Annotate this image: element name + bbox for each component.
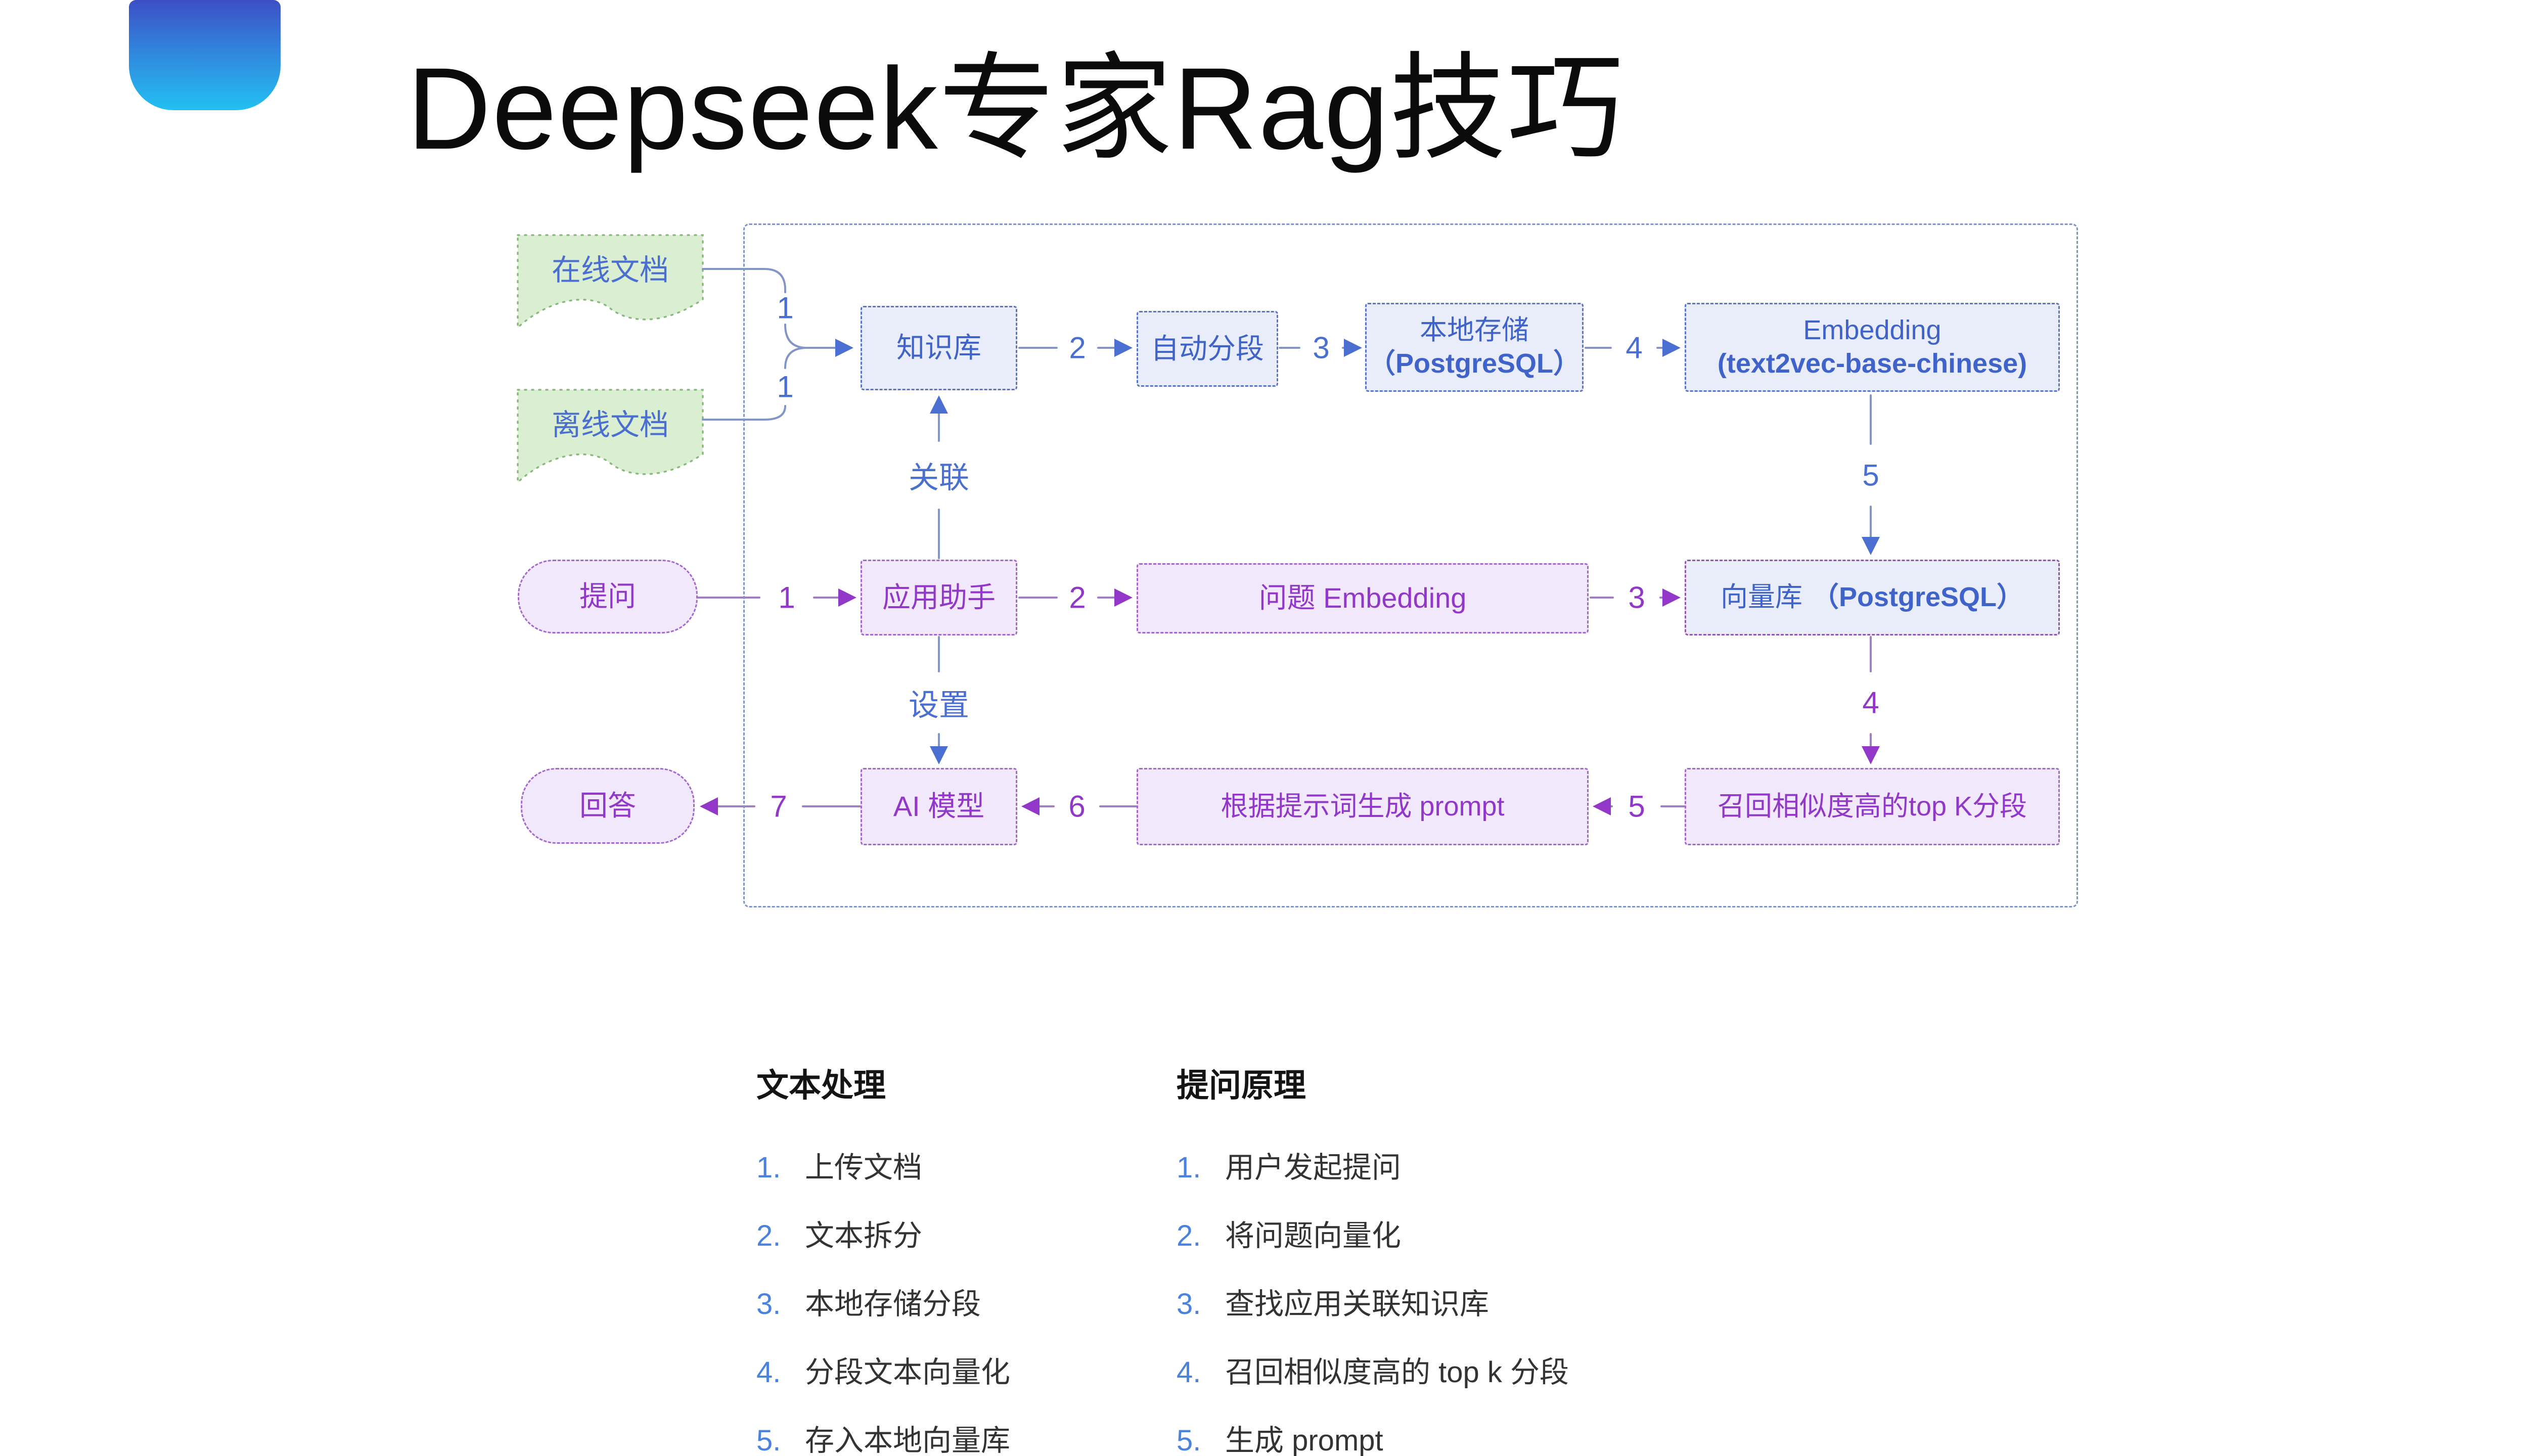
list-item: 5. 存入本地向量库 [756,1417,1414,1456]
flow-node-knowledge-base: 知识库 [861,306,1017,390]
list-item-text: 分段文本向量化 [805,1356,1011,1389]
list-item-number: 5. [756,1424,781,1456]
list-item: 3. 查找应用关联知识库 [1177,1280,1834,1323]
list-item: 3. 本地存储分段 [756,1280,1414,1323]
edge-label-doc2: 1 [777,370,794,404]
text-processing-title: 文本处理 [756,1067,886,1104]
local-store-sub-label: （PostgreSQL） [1368,348,1581,379]
list-item: 4. 分段文本向量化 [756,1348,1414,1391]
answer-label: 回答 [579,789,636,822]
vector-store-label: 向量库 [1720,582,1802,613]
edge-label-q2: 2 [1069,580,1086,615]
offline-doc-label: 离线文档 [551,408,669,441]
app-assistant-label: 应用助手 [882,581,996,613]
edge-label-q1: 1 [778,580,795,615]
flow-node-ai-model: AI 模型 [861,768,1017,845]
page-title: Deepseek专家Rag技巧 [407,43,1624,173]
list-item-text: 将问题向量化 [1225,1219,1402,1252]
list-item-number: 5. [1177,1424,1201,1456]
list-item-number: 4. [1177,1356,1201,1389]
app-logo-icon [129,0,281,110]
flow-node-embedding: Embedding (text2vec-base-chinese) [1685,303,2060,392]
flow-node-question-embedding: 问题 Embedding [1137,563,1589,633]
flow-container-border [743,223,2078,907]
list-item: 5. 生成 prompt [1177,1417,1834,1456]
edge-label-b5: 5 [1628,789,1645,824]
list-item-number: 3. [756,1288,781,1321]
auto-segment-label: 自动分段 [1151,332,1264,365]
flow-node-question: 提问 [518,560,698,633]
text-processing-list: 文本处理 1. 上传文档 2. 文本拆分 3. 本地存储分段 4. 分段文本向量… [756,1060,1414,1456]
list-item-number: 1. [1177,1151,1201,1184]
list-item-text: 生成 prompt [1225,1424,1383,1456]
edge-label-q4: 4 [1862,686,1879,720]
edge-label-3: 3 [1313,331,1330,365]
knowledge-base-label: 知识库 [896,332,981,364]
online-doc-label: 在线文档 [551,253,669,287]
list-item: 1. 用户发起提问 [1177,1144,1834,1186]
list-item: 1. 上传文档 [756,1144,1414,1186]
gen-prompt-label: 根据提示词生成 prompt [1221,791,1505,822]
list-item-number: 4. [756,1356,781,1389]
blue-wires [702,268,1880,764]
flow-node-app-assistant: 应用助手 [861,560,1017,635]
list-item-number: 2. [756,1219,781,1252]
edge-label-b6: 6 [1068,789,1086,824]
flow-node-auto-segment: 自动分段 [1137,311,1278,387]
list-item-text: 查找应用关联知识库 [1225,1288,1489,1321]
embedding-sub-label: (text2vec-base-chinese) [1717,348,2027,379]
flow-node-gen-prompt: 根据提示词生成 prompt [1137,768,1589,845]
edge-label-q3: 3 [1628,580,1645,615]
doc-shape-offline [517,389,704,484]
local-store-label: 本地存储 [1420,315,1529,346]
flow-node-local-store: 本地存储 （PostgreSQL） [1365,303,1584,392]
doc-shape-online [517,234,704,330]
flow-node-offline-doc: 离线文档 [518,390,703,454]
list-item-text: 本地存储分段 [805,1288,981,1321]
purple-wires [697,588,1880,815]
list-item: 4. 召回相似度高的 top k 分段 [1177,1348,1834,1391]
qa-principle-title: 提问原理 [1177,1067,1306,1104]
list-item-number: 1. [756,1151,781,1184]
question-embedding-label: 问题 Embedding [1258,582,1467,614]
list-item-text: 召回相似度高的 top k 分段 [1225,1356,1569,1389]
qa-principle-list: 提问原理 1. 用户发起提问 2. 将问题向量化 3. 查找应用关联知识库 4.… [1177,1060,1834,1456]
vector-store-sub-label: （PostgreSQL） [1811,582,2024,613]
flow-node-online-doc: 在线文档 [518,235,703,299]
edge-label-4: 4 [1626,331,1643,365]
edge-label-5: 5 [1862,458,1879,492]
list-item-text: 上传文档 [805,1151,923,1184]
list-item: 2. 文本拆分 [756,1212,1414,1254]
list-item-text: 存入本地向量库 [805,1424,1011,1456]
question-label: 提问 [579,580,636,612]
flow-node-recall-topk: 召回相似度高的top K分段 [1685,768,2060,845]
edge-label-assoc: 关联 [909,461,969,495]
edge-label-2: 2 [1069,331,1086,365]
edge-label-setting: 设置 [909,688,969,722]
list-item-number: 2. [1177,1219,1201,1252]
edge-label-b7: 7 [770,789,787,824]
edge-label-doc1: 1 [777,291,794,325]
embedding-label: Embedding [1803,315,1942,346]
list-item-number: 3. [1177,1288,1201,1321]
ai-model-label: AI 模型 [893,790,985,823]
flow-node-answer: 回答 [521,768,695,844]
flow-node-vector-store: 向量库 （PostgreSQL） [1685,560,2060,635]
recall-topk-label: 召回相似度高的top K分段 [1717,791,2027,822]
list-item: 2. 将问题向量化 [1177,1212,1834,1254]
list-item-text: 文本拆分 [805,1219,923,1252]
list-item-text: 用户发起提问 [1225,1151,1402,1184]
